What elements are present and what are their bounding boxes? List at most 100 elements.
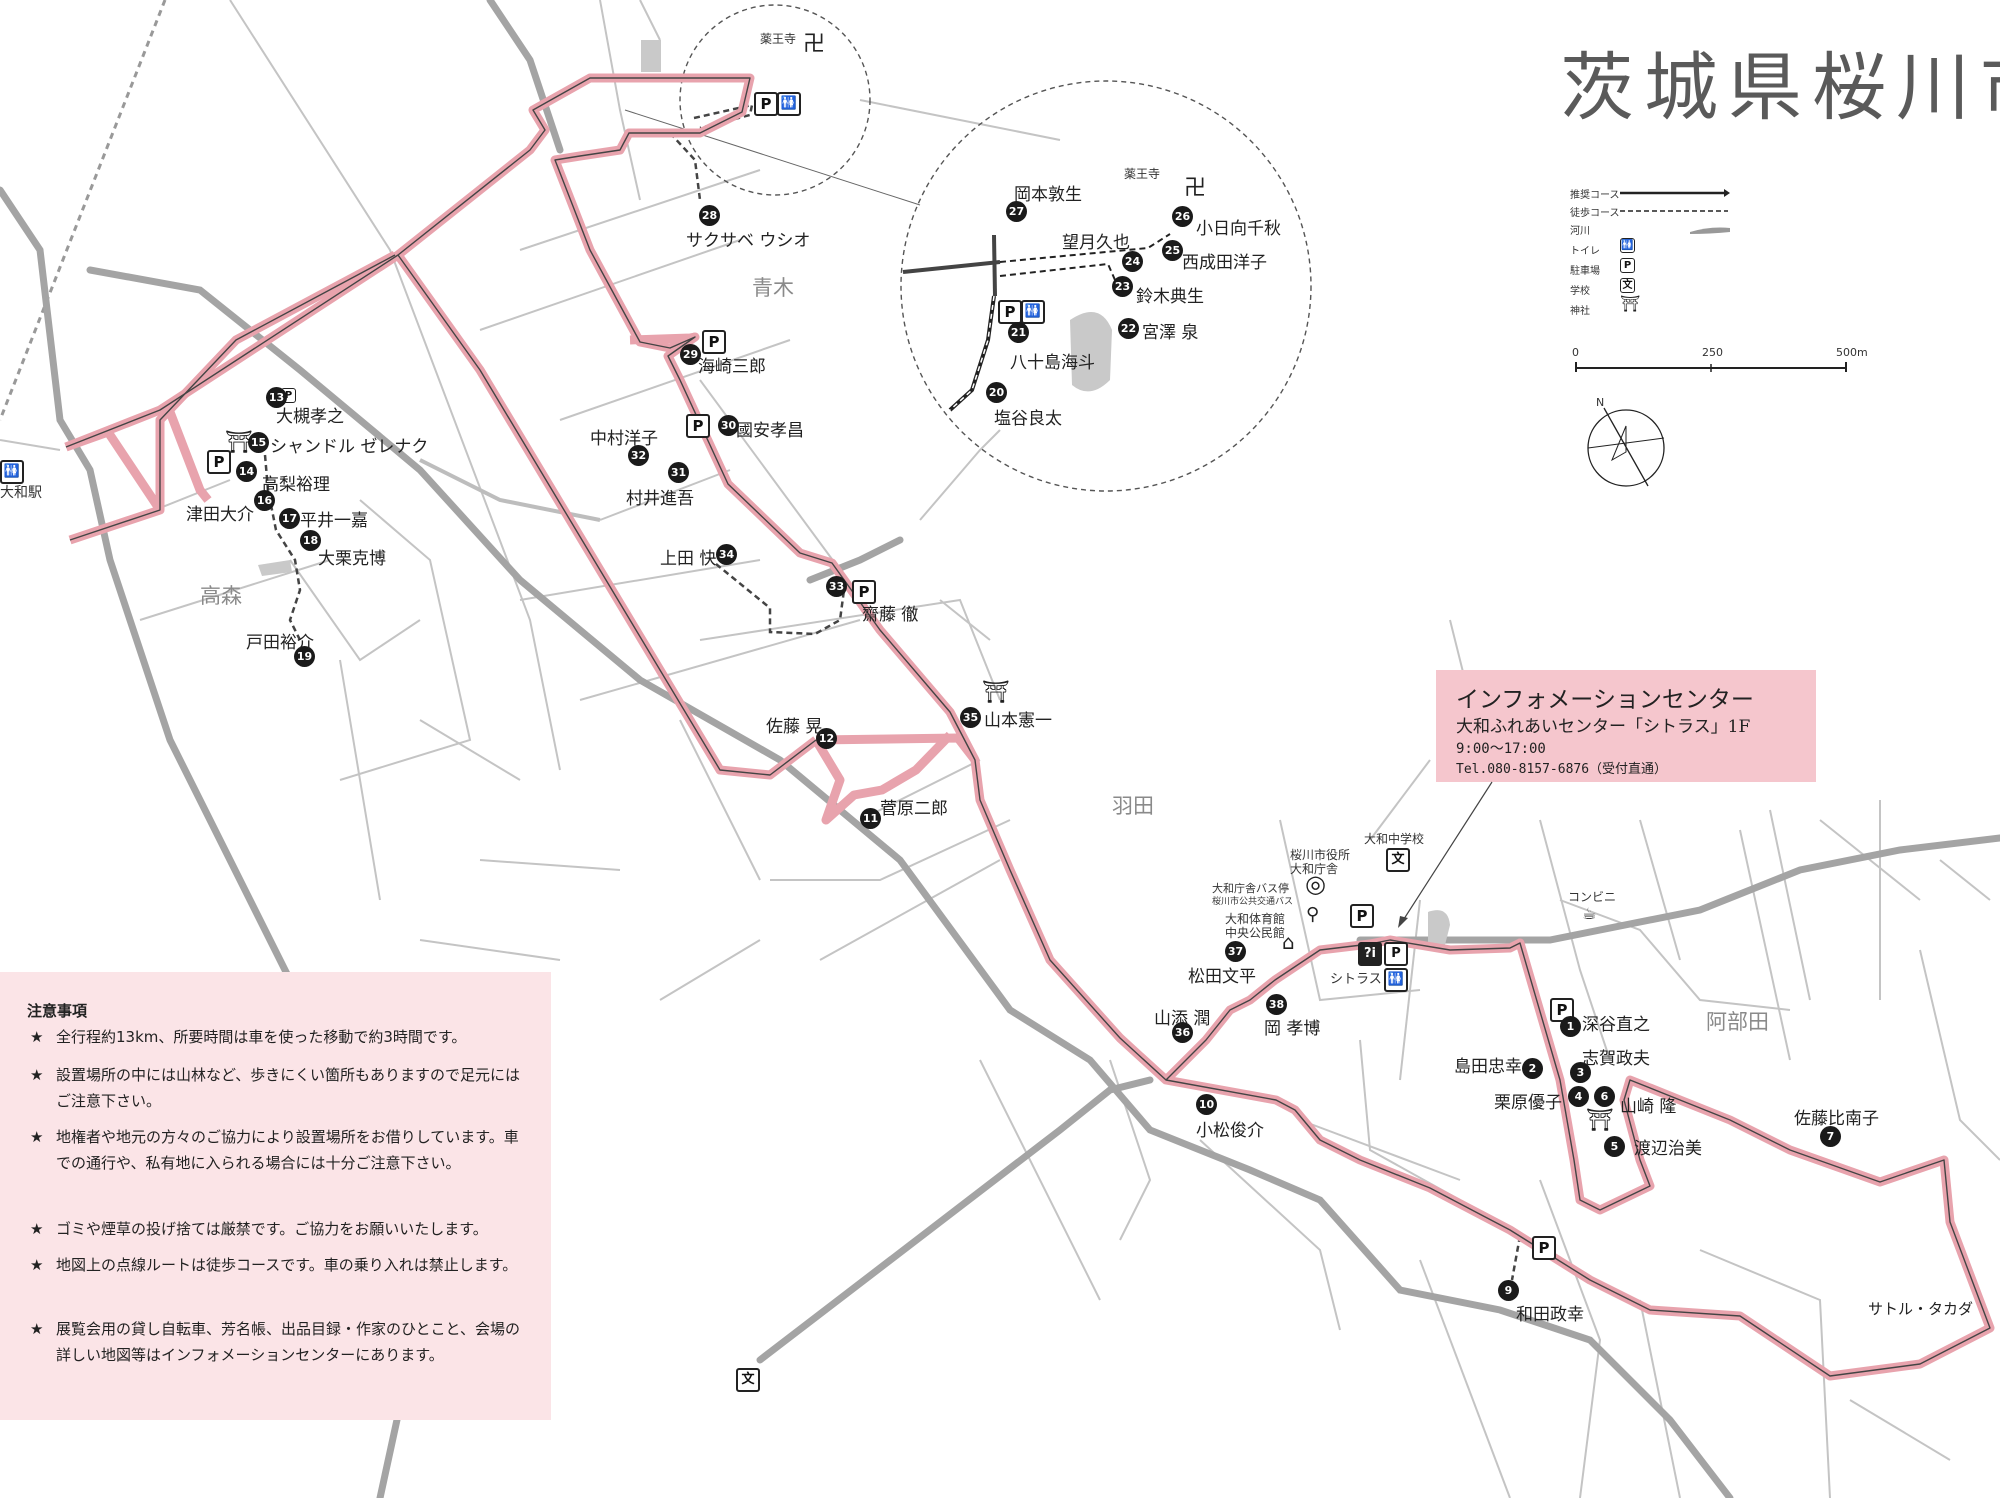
parking-icon: P xyxy=(1384,942,1408,966)
info-center-hours: 9:00～17:00 xyxy=(1456,741,1546,757)
pond-yasojima xyxy=(1070,312,1112,392)
artist-name: 宮澤 泉 xyxy=(1142,323,1199,343)
artist-number: 16 xyxy=(254,490,275,511)
city-office-icon: ◎ xyxy=(1305,870,1326,898)
area-takamori: 高森 xyxy=(200,584,242,608)
inset-yakuoji xyxy=(679,4,871,196)
artist-number: 34 xyxy=(716,544,737,565)
toilet-icon: 🚻 xyxy=(0,460,24,484)
artist-number: 2 xyxy=(1522,1058,1543,1079)
inset-connector xyxy=(624,109,921,206)
notes-item: ★地権者や地元の方々のご協力により設置場所をお借りしています。車での通行や、私有… xyxy=(30,1124,530,1176)
artist-name: シャンドル ゼレナク xyxy=(270,437,429,457)
inset-loop xyxy=(900,80,1312,492)
artist-name: 島田忠幸 xyxy=(1454,1057,1522,1077)
artist-name: 望月久也 xyxy=(1062,233,1130,253)
artist-name: サクサベ ウシオ xyxy=(686,231,811,251)
notes-item: ★ゴミや煙草の投げ捨ては厳禁です。ご協力をお願いいたします。 xyxy=(30,1216,530,1242)
artist-number: 22 xyxy=(1118,318,1139,339)
artist-name: 鈴木典生 xyxy=(1136,287,1204,307)
artist-number: 6 xyxy=(1594,1086,1615,1107)
legend-item: 神社 xyxy=(1570,306,1590,317)
railway xyxy=(0,0,167,421)
notes-text: 設置場所の中には山林など、歩きにくい箇所もありますので足元にはご注意下さい。 xyxy=(56,1066,520,1110)
legend-parking-icon: P xyxy=(1620,258,1635,273)
legend-route-icon xyxy=(1620,189,1730,197)
place-station: 大和駅 xyxy=(0,485,42,501)
inset-walk-2 xyxy=(999,262,1123,297)
parking-icon: P xyxy=(852,580,876,604)
artist-name: 大槻孝之 xyxy=(276,407,344,427)
artist-name: 平井一嘉 xyxy=(300,511,368,531)
area-aoki: 青木 xyxy=(752,276,794,300)
artist-name: 菅原二郎 xyxy=(880,799,948,819)
artist-name: 上田 快 xyxy=(660,549,717,569)
scale-bar xyxy=(1575,362,1847,372)
notes-text: 全行程約13km、所要時間は車を使った移動で約3時間です。 xyxy=(56,1028,467,1046)
artist-number: 4 xyxy=(1568,1086,1589,1107)
artist-name: 山崎 隆 xyxy=(1620,1097,1677,1117)
place-school: 大和中学校 xyxy=(1364,832,1425,846)
info-pointer xyxy=(1398,781,1493,928)
notes-item: ★展覧会用の貸し自転車、芳名帳、出品目録・作家のひとこと、会場の詳しい地図等はイ… xyxy=(30,1316,530,1368)
legend-item: 推奨コース xyxy=(1570,190,1620,201)
artist-number: 14 xyxy=(236,461,257,482)
notes-text: 地権者や地元の方々のご協力により設置場所をお借りしています。車での通行や、私有地… xyxy=(56,1128,519,1172)
artist-number: 10 xyxy=(1196,1094,1217,1115)
notes-item: ★全行程約13km、所要時間は車を使った移動で約3時間です。 xyxy=(30,1024,530,1050)
parking-icon: P xyxy=(998,300,1022,324)
artist-number: 37 xyxy=(1225,941,1246,962)
artist-name: 渡辺治美 xyxy=(1634,1139,1702,1159)
notes-text: 展覧会用の貸し自転車、芳名帳、出品目録・作家のひとこと、会場の詳しい地図等はイン… xyxy=(56,1320,520,1364)
notes-title: 注意事項 xyxy=(27,1002,88,1020)
legend-item: 駐車場 xyxy=(1570,266,1600,277)
artist-number: 27 xyxy=(1006,201,1027,222)
school-icon: 文 xyxy=(1386,848,1410,872)
info-center-box: インフォメーションセンター 大和ふれあいセンター「シトラス」1F 9:00～17… xyxy=(1436,670,1816,782)
toilet-icon: 🚻 xyxy=(1384,968,1408,992)
artist-number: 35 xyxy=(960,707,981,728)
pond-citrus xyxy=(1428,910,1450,945)
scale-label: 0 xyxy=(1572,346,1579,359)
place-city-office-1: 桜川市役所 xyxy=(1290,848,1351,862)
artist-name: 大栗克博 xyxy=(318,549,386,569)
artist-number: 38 xyxy=(1266,994,1287,1015)
parking-icon: P xyxy=(754,92,778,116)
artist-name: 松田文平 xyxy=(1188,967,1256,987)
artist-name: 岡本敦生 xyxy=(1014,185,1082,205)
artist-number: 17 xyxy=(279,508,300,529)
place-gym-1: 大和体育館 xyxy=(1225,912,1286,926)
gym-icon: ⌂ xyxy=(1282,930,1295,954)
artist-number: 12 xyxy=(816,728,837,749)
place-gym-2: 中央公民館 xyxy=(1225,926,1286,940)
legend-walk-icon xyxy=(1620,210,1728,212)
place-city-office-2: 大和庁舎 xyxy=(1290,862,1339,876)
notes-item: ★設置場所の中には山林など、歩きにくい箇所もありますので足元にはご注意下さい。 xyxy=(30,1062,530,1114)
place-citrus: シトラス xyxy=(1330,972,1382,987)
shrine-icon: ⛩ xyxy=(1586,1108,1614,1133)
artist-name: 佐藤 晃 xyxy=(766,717,823,737)
school-icon: 文 xyxy=(736,1368,760,1392)
artist-number: 5 xyxy=(1604,1136,1625,1157)
artist-name: 栗原優子 xyxy=(1494,1093,1562,1113)
artist-name: 海崎三郎 xyxy=(698,357,766,377)
place-bus-stop-1: 大和庁舎バス停 xyxy=(1212,882,1289,895)
artist-name: 岡 孝博 xyxy=(1264,1019,1321,1039)
north-arrow-icon xyxy=(1587,407,1665,487)
artist-number: 19 xyxy=(294,646,315,667)
notes-text: ゴミや煙草の投げ捨ては厳禁です。ご協力をお願いいたします。 xyxy=(56,1220,488,1238)
artist-name: 高梨裕理 xyxy=(262,475,330,495)
artist-name: 和田政幸 xyxy=(1516,1305,1584,1325)
place-bus-stop-2: 桜川市公共交通バス xyxy=(1212,897,1294,907)
artist-name: 村井進吾 xyxy=(626,489,694,509)
route-line xyxy=(65,77,1991,1377)
artist-name: 小松俊介 xyxy=(1196,1121,1264,1141)
artist-number: 18 xyxy=(300,530,321,551)
parking-icon: P xyxy=(207,450,231,474)
artist-name: 八十島海斗 xyxy=(1010,353,1095,373)
artist-name: 佐藤比南子 xyxy=(1794,1109,1879,1129)
legend-school-icon: 文 xyxy=(1620,278,1635,293)
temple-icon: 卍 xyxy=(1184,176,1207,201)
toilet-icon: 🚻 xyxy=(777,92,801,116)
